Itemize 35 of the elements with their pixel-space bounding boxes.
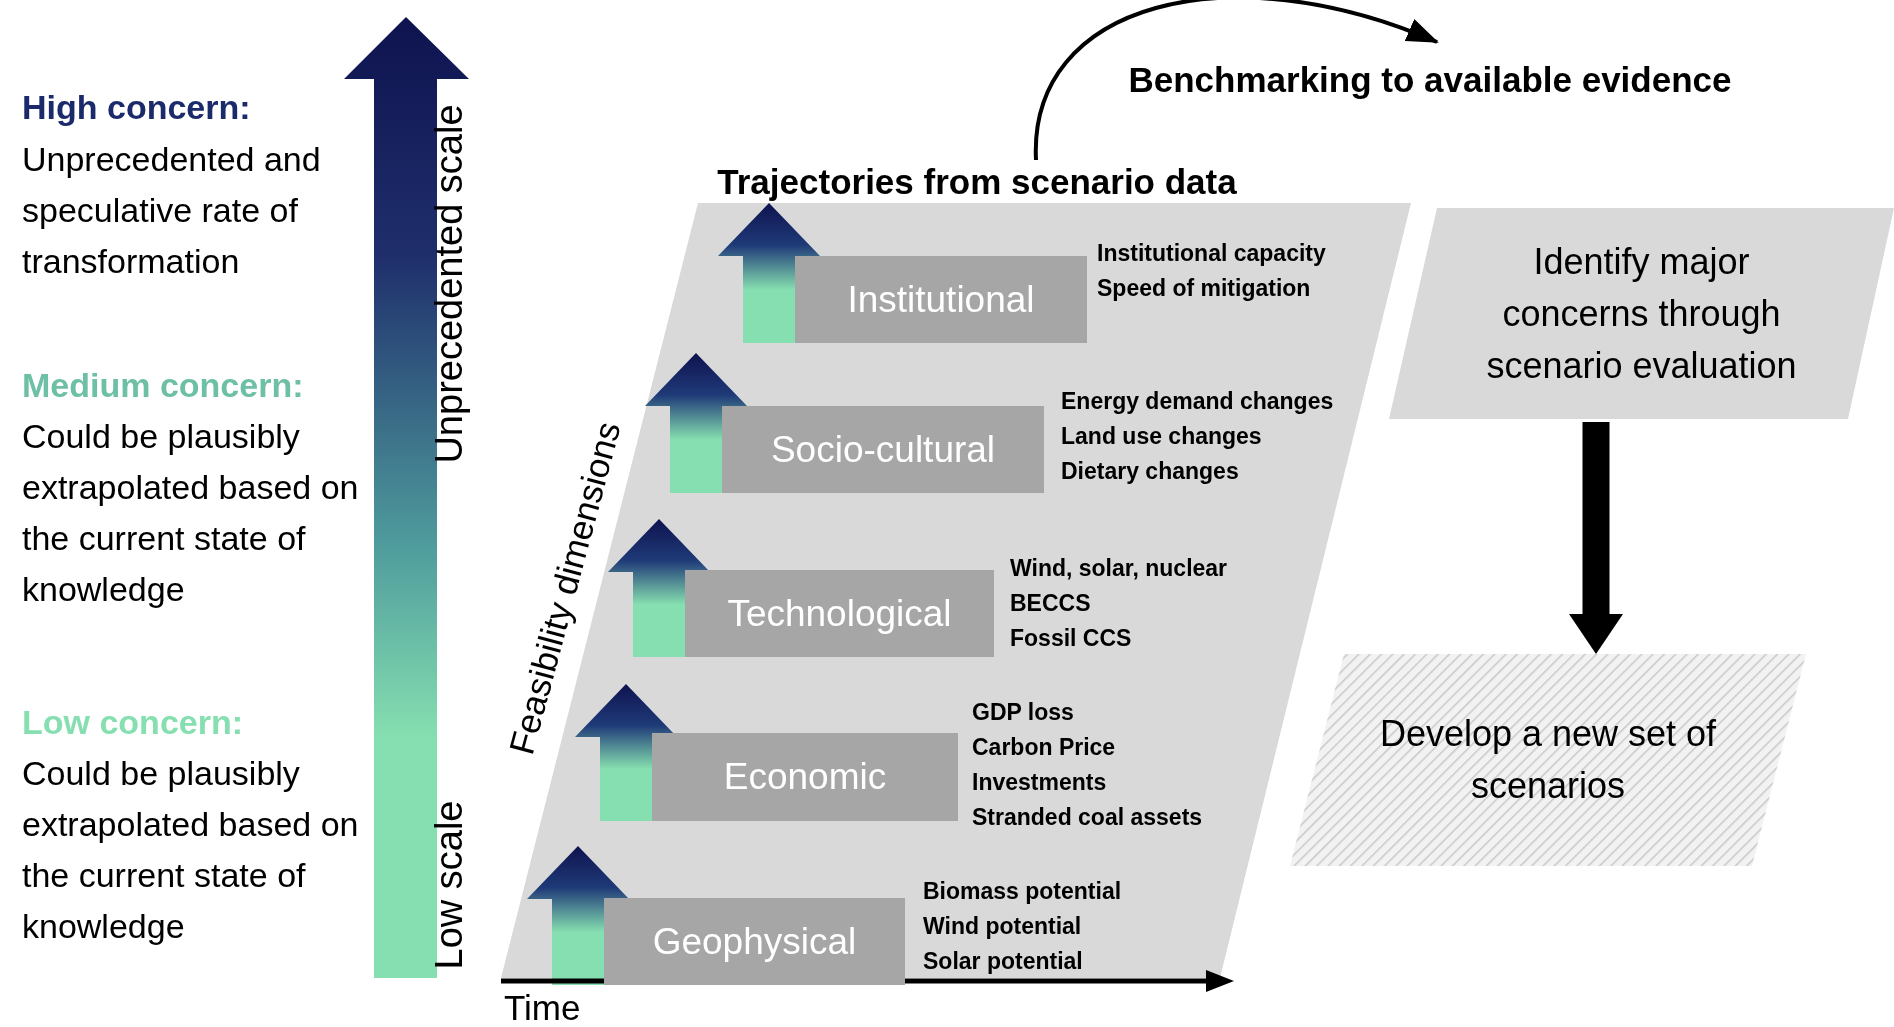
indicator-label: GDP loss: [972, 698, 1074, 727]
indicator-label: Solar potential: [923, 947, 1083, 976]
concern-description: Unprecedented and speculative rate of transformation: [22, 139, 322, 282]
concern-description: Could be plausibly extrapolated based on the current state of knowledge: [22, 753, 360, 947]
indicator-label: Biomass potential: [923, 877, 1122, 906]
process-parallelogram: Identify major concerns through scenario evaluation: [1389, 208, 1894, 419]
indicator-label: Institutional capacity: [1097, 239, 1326, 268]
benchmark-label: Benchmarking to available evidence: [1090, 40, 1770, 120]
axis-label: Time: [504, 988, 581, 1027]
down-arrow: [1569, 422, 1623, 654]
dimension-box: Socio-cultural: [722, 406, 1044, 493]
concern-heading: Low concern:: [22, 703, 244, 742]
dimension-box: Institutional: [795, 256, 1087, 343]
hatched-parallelogram: Develop a new set of scenarios: [1290, 654, 1806, 866]
scale-label: Unprecedented scale: [427, 104, 471, 464]
indicator-label: Carbon Price: [972, 733, 1116, 762]
curved-arrow: [1034, 0, 1439, 161]
indicator-label: Wind potential: [923, 912, 1082, 941]
dimension-box: Technological: [685, 570, 994, 657]
dimension-box: Geophysical: [604, 898, 905, 985]
indicator-label: Speed of mitigation: [1097, 274, 1311, 303]
panel-title: Trajectories from scenario data: [717, 162, 1237, 202]
indicator-label: Dietary changes: [1061, 457, 1239, 486]
indicator-label: Energy demand changes: [1061, 387, 1334, 416]
indicator-label: Land use changes: [1061, 422, 1262, 451]
dimension-box: Economic: [652, 733, 958, 821]
indicator-label: Fossil CCS: [1010, 624, 1132, 653]
concern-heading: Medium concern:: [22, 366, 304, 405]
indicator-label: BECCS: [1010, 589, 1091, 618]
indicator-label: Investments: [972, 768, 1107, 797]
concern-heading: High concern:: [22, 88, 251, 127]
indicator-label: Stranded coal assets: [972, 803, 1203, 832]
scale-label: Low scale: [427, 800, 471, 970]
concern-description: Could be plausibly extrapolated based on the current state of knowledge: [22, 416, 360, 610]
indicator-label: Wind, solar, nuclear: [1010, 554, 1228, 583]
